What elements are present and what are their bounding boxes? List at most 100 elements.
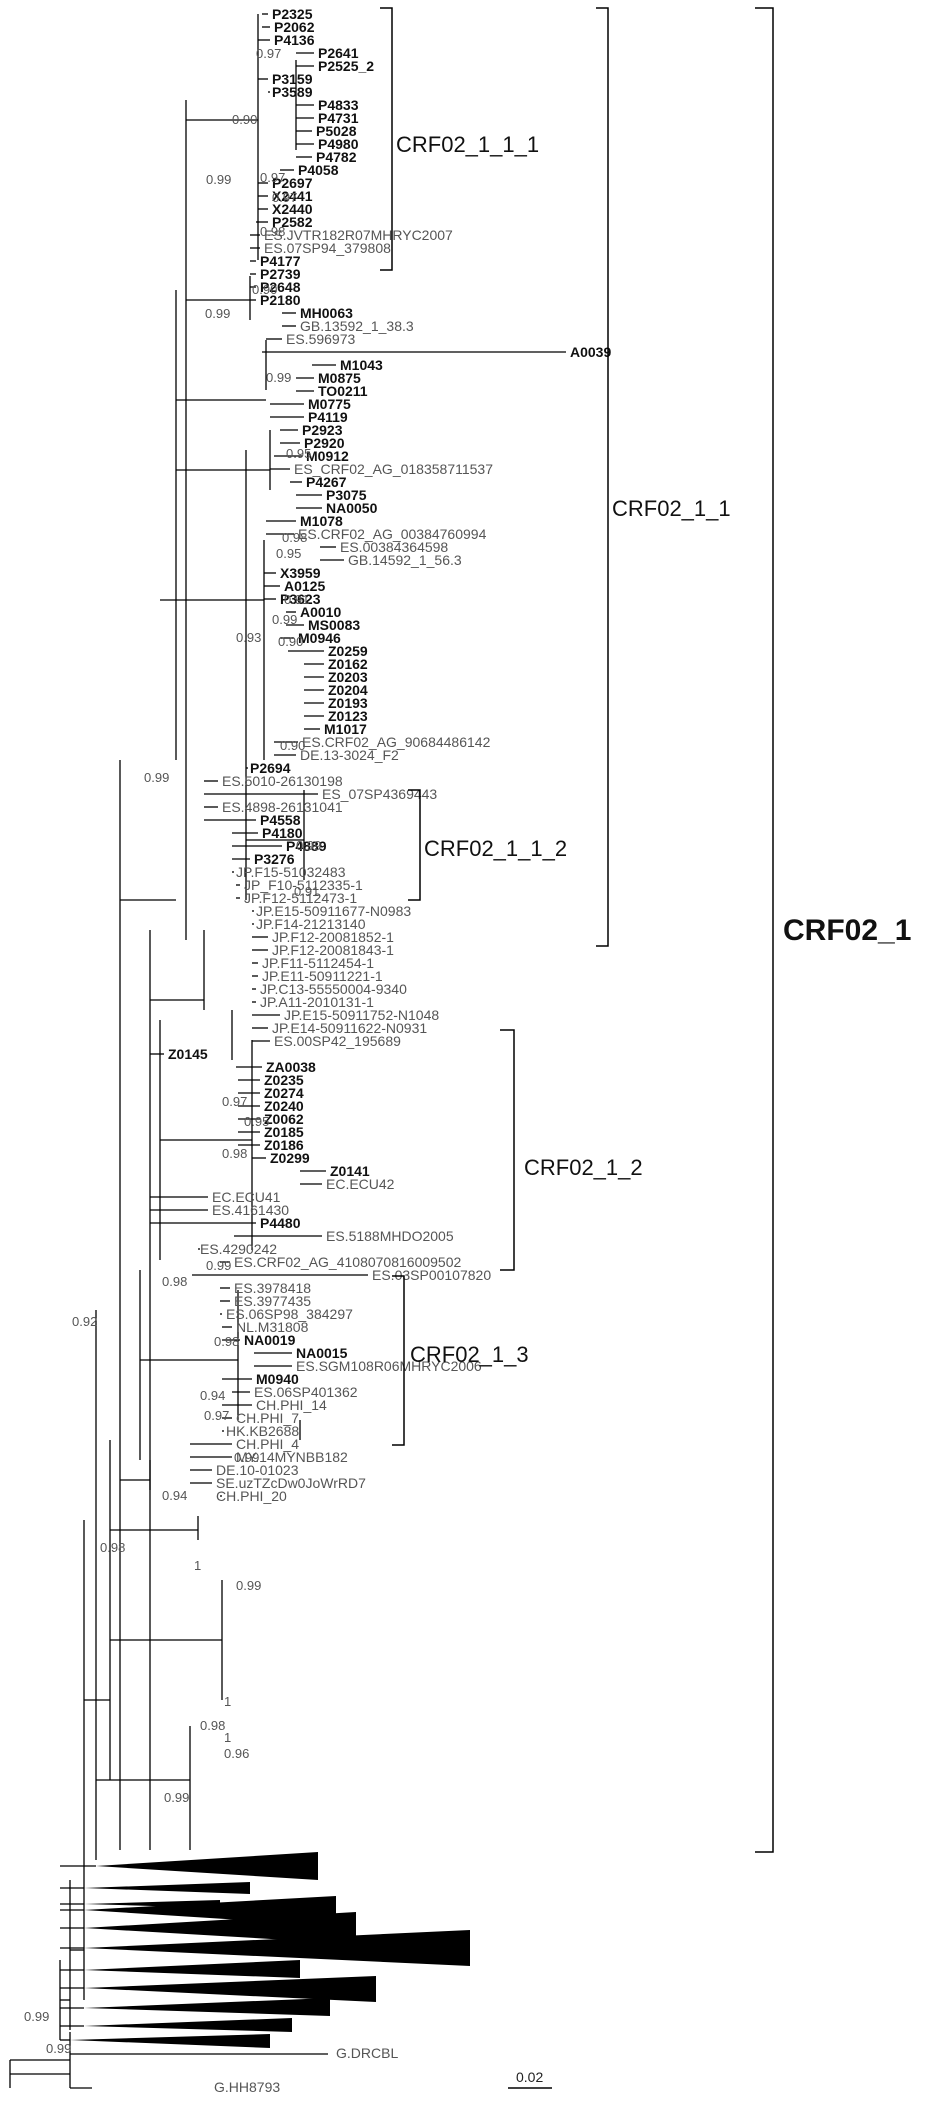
leaf-labels: P2325P2062P4136P2641P2525_2P3159P3589P48… [168,6,611,1504]
leaf-label: P2739 [260,266,301,282]
leaf-label: M1017 [324,721,367,737]
support-values: 0.970.900.990.970.970.980.900.990.990.95… [72,46,321,1805]
leaf-label: A0010 [300,604,341,620]
leaf-label: P3075 [326,487,367,503]
tree-branches [59,13,566,2041]
leaf-label: P4480 [260,1215,301,1231]
leaf-label: CH.PHI_4 [236,1436,299,1452]
leaf-label: Z0145 [168,1046,208,1062]
support-value: 0.99 [24,2009,49,2024]
leaf-label: P2062 [274,19,315,35]
leaf-label: ES.CRF02_AG_4108070816009502 [234,1254,462,1270]
support-value: 0.98 [162,1274,187,1289]
leaf-label: ES.06SP98_384297 [226,1306,353,1322]
leaf-label: Z0193 [328,695,368,711]
leaf-label: P4136 [274,32,315,48]
collapsed-clade-triangle [84,1900,220,1908]
support-value: 0.97 [204,1408,229,1423]
leaf-label: Z0299 [270,1150,310,1166]
leaf-label: X3959 [280,565,321,581]
leaf-label: M1078 [300,513,343,529]
leaf-label: P2648 [260,279,301,295]
leaf-label: ES.3977435 [234,1293,311,1309]
leaf-label: JP.A11-2010131-1 [260,994,374,1010]
support-value: 1 [224,1694,231,1709]
leaf-label: Z0186 [264,1137,304,1153]
support-value: 0.99 [46,2041,71,2056]
leaf-label: A0039 [570,344,611,360]
leaf-label: P3589 [272,84,313,100]
leaf-label: P3159 [272,71,313,87]
leaf-label: P2641 [318,45,359,61]
leaf-label: NA0019 [244,1332,296,1348]
support-value: 0.99 [206,172,231,187]
leaf-label: MH0063 [300,305,353,321]
support-value: 0.95 [276,546,301,561]
leaf-label: P4833 [318,97,359,113]
leaf-label: P4731 [318,110,359,126]
outgroup-label: G.DRCBL [336,2045,398,2061]
leaf-label: P2920 [304,435,345,451]
support-value: 0.96 [224,1746,249,1761]
leaf-label: P4177 [260,253,301,269]
leaf-label: JP.F14-21213140 [256,916,366,932]
leaf-label: P4558 [260,812,301,828]
leaf-label: P2180 [260,292,301,308]
support-value: 0.99 [272,612,297,627]
bracket-crf02-1-1 [596,7,609,947]
leaf-label: ZA0038 [266,1059,316,1075]
bracket-crf02-1-1-2 [408,789,421,901]
support-value: 0.97 [272,190,297,205]
collapsed-clade-triangle [96,1852,318,1880]
leaf-label: ES.5010-26130198 [222,773,343,789]
support-value: 0.91 [284,592,309,607]
support-value: 0.94 [162,1488,187,1503]
leaf-label: MY.14MYNBB182 [236,1449,348,1465]
leaf-label: P4980 [318,136,359,152]
leaf-label: X2441 [272,188,313,204]
leaf-label: ES.SGM108R06MHRYC2006 [296,1358,482,1374]
leaf-label: M0946 [298,630,341,646]
support-value: 0.97 [256,46,281,61]
leaf-label: CH.PHI_14 [256,1397,327,1413]
leaf-label: JP.E15-50911752-N1048 [284,1007,439,1023]
support-value: 0.98 [214,1334,239,1349]
leaf-label: P2923 [302,422,343,438]
leaf-label: M0912 [306,448,349,464]
leaf-label: ES_CRF02_AG_018358711537 [294,461,493,477]
leaf-label: M0940 [256,1371,299,1387]
leaf-label: HK.KB2688 [226,1423,299,1439]
support-value: 0.91 [294,884,319,899]
support-value: 0.98 [260,224,285,239]
leaf-label: Z0240 [264,1098,304,1114]
leaf-label: ES.03SP00107820 [372,1267,491,1283]
leaf-label: JP.F12-20081852-1 [272,929,394,945]
support-value: 0.99 [144,770,169,785]
leaf-label: NA0015 [296,1345,348,1361]
support-value: 0.99 [164,1790,189,1805]
leaf-label: JP.F15-51032483 [236,864,346,880]
leaf-label: TO0211 [318,383,368,399]
collapsed-clade-triangle [84,2018,292,2032]
leaf-label: P4889 [286,838,327,854]
leaf-label: Z0203 [328,669,368,685]
leaf-label: Z0235 [264,1072,304,1088]
leaf-label: ES.06SP401362 [254,1384,358,1400]
clade-label-crf02-1-1: CRF02_1_1 [612,496,731,521]
scale-bar-label: 0.02 [516,2069,543,2085]
clade-label-crf02-1-1-1: CRF02_1_1_1 [396,132,539,157]
leaf-label: X2440 [272,201,313,217]
leaf-label: P4782 [316,149,357,165]
leaf-label: Z0204 [328,682,368,698]
leaf-label: ES.JVTR182R07MHRYC2007 [264,227,453,243]
leaf-label: DE.10-01023 [216,1462,299,1478]
leaf-label: P2582 [272,214,313,230]
leaf-label: NL.M31808 [236,1319,309,1335]
clade-label-crf02-1-1-2: CRF02_1_1_2 [424,836,567,861]
leaf-label: JP.C13-55550004-9340 [260,981,407,997]
collapsed-clade-triangle [84,1930,470,1966]
support-value: 0.98 [200,1718,225,1733]
support-value: 0.93 [236,630,261,645]
clade-label-crf02-1-2: CRF02_1_2 [524,1155,643,1180]
leaf-label: DE.13-3024_F2 [300,747,399,763]
